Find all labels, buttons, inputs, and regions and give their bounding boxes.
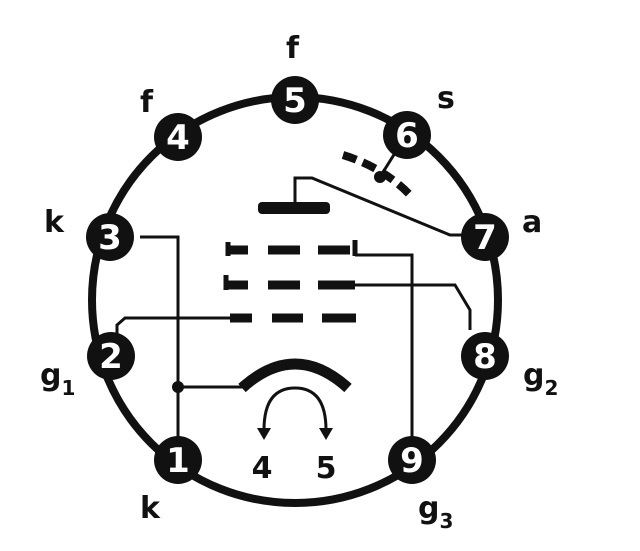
pin-8-label-sub: 2 xyxy=(544,376,558,400)
pin-2: 2 xyxy=(87,332,135,380)
pin-4-circle xyxy=(154,113,202,161)
pin-7: 7 xyxy=(461,213,509,261)
pin-6-label: s xyxy=(437,81,455,116)
pin-9: 9 xyxy=(388,436,436,484)
pin-2-label-sub: 1 xyxy=(61,376,75,400)
pin-2-circle xyxy=(87,332,135,380)
pin-5-number: 5 xyxy=(283,81,307,121)
pin-9-number: 9 xyxy=(400,441,424,481)
pin-5-circle xyxy=(271,76,319,124)
pin-3-label: k xyxy=(44,205,65,240)
pin-8: 8 xyxy=(461,332,509,380)
internal-wiring xyxy=(115,176,490,460)
grid-g3 xyxy=(225,240,358,256)
pin-8-label: g2 xyxy=(523,358,558,400)
pin-6: 6 xyxy=(383,111,431,159)
heater-label-left: 4 xyxy=(252,451,273,486)
pin-2-label: g1 xyxy=(40,358,75,400)
envelope-outline xyxy=(88,93,502,507)
pin-2-number: 2 xyxy=(99,337,123,377)
pin-3-circle xyxy=(86,213,134,261)
pin-5-label: f xyxy=(286,31,300,66)
pin-6-number: 6 xyxy=(395,116,419,156)
cathode-arc xyxy=(238,358,352,393)
g3-lead xyxy=(355,253,414,460)
pin-1-number: 1 xyxy=(166,441,190,481)
pin-9-label-main: g xyxy=(418,491,439,526)
shield xyxy=(341,151,415,200)
pin-3-number: 3 xyxy=(98,218,122,258)
g2-lead xyxy=(355,283,472,330)
pin-4-number: 4 xyxy=(166,118,190,158)
heater-arrow-left xyxy=(257,428,271,440)
pin-4: 4 xyxy=(154,113,202,161)
pin-9-circle xyxy=(388,436,436,484)
pin-8-circle xyxy=(461,332,509,380)
grid-g2 xyxy=(223,275,355,290)
pin-2-label-main: g xyxy=(40,358,61,393)
pin-7-label: a xyxy=(522,205,542,240)
shield-junction-dot xyxy=(374,171,386,183)
g1-lead xyxy=(115,316,230,340)
pin-6-circle xyxy=(383,111,431,159)
pin-1-circle xyxy=(154,436,202,484)
heater-loop xyxy=(262,386,328,431)
anode-plate xyxy=(258,202,330,214)
pin-5: 5 xyxy=(271,76,319,124)
pin-7-number: 7 xyxy=(473,218,497,258)
pin-9-label: g3 xyxy=(418,491,453,533)
cathode-junction-dot xyxy=(172,381,184,393)
pin-4-label: f xyxy=(140,85,154,120)
heater-label-right: 5 xyxy=(316,451,337,486)
pin-1: 1 xyxy=(154,436,202,484)
pin-8-label-main: g xyxy=(523,358,544,393)
cathode-lead xyxy=(140,235,180,445)
heater-arrow-right xyxy=(319,428,333,440)
pin-1-label: k xyxy=(140,491,161,526)
pin-9-label-sub: 3 xyxy=(439,509,453,533)
pin-3: 3 xyxy=(86,213,134,261)
pin-7-circle xyxy=(461,213,509,261)
pin-8-number: 8 xyxy=(473,337,497,377)
